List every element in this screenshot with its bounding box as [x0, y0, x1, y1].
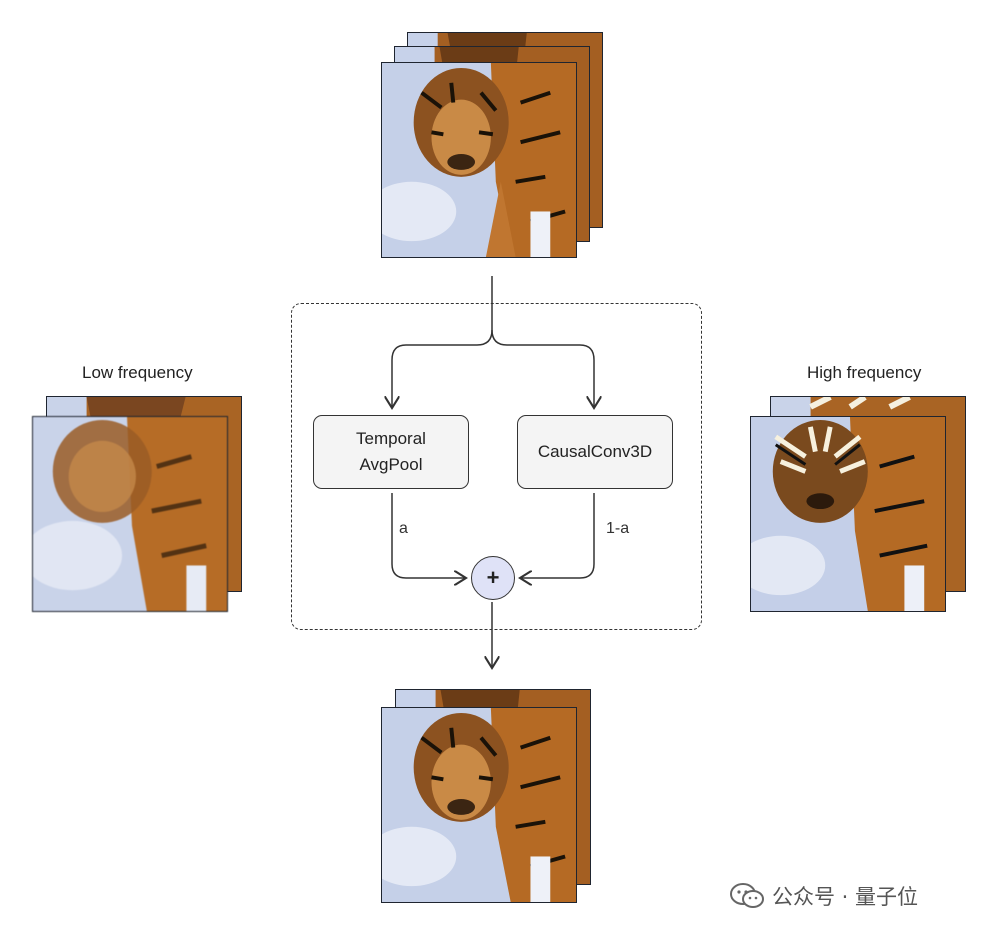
causalconv3d-label: CausalConv3D: [537, 442, 653, 461]
plus-icon: +: [486, 565, 500, 590]
watermark-text: 公众号 · 量子位: [772, 885, 919, 909]
edge-label-a: a: [399, 520, 408, 537]
watermark: 公众号 · 量子位: [730, 880, 918, 912]
edge-label-one-minus-a: 1-a: [606, 520, 630, 537]
frequency-mixing-module: [291, 303, 702, 630]
temporal-avgpool-box: Temporal AvgPool: [313, 415, 469, 489]
input-frames-stack: [381, 32, 607, 262]
input-frame-front: [381, 62, 577, 258]
low-frequency-frames-stack: [32, 396, 244, 612]
low-frequency-frame-front: [32, 416, 228, 612]
high-frequency-frames-stack: [750, 396, 968, 612]
causalconv3d-box: CausalConv3D: [517, 415, 673, 489]
temporal-avgpool-line-2: AvgPool: [359, 455, 423, 474]
wechat-icon: [730, 883, 764, 908]
high-frequency-label: High frequency: [807, 363, 922, 382]
high-frequency-frame-front: [750, 416, 946, 612]
output-frames-stack: [381, 689, 593, 905]
sum-node: +: [471, 556, 515, 600]
output-frame-front: [381, 707, 577, 903]
temporal-avgpool-line-1: Temporal: [356, 429, 426, 448]
low-frequency-label: Low frequency: [82, 363, 193, 382]
